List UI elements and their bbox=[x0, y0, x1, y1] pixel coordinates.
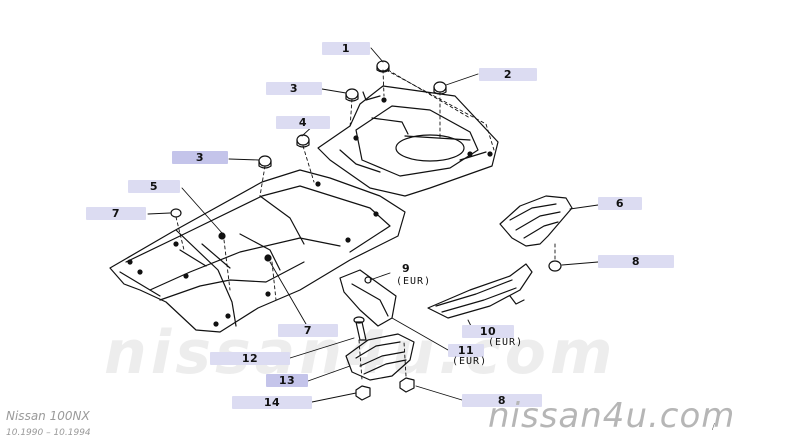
callout-7b: 7 bbox=[278, 324, 338, 337]
callout-label: 1 bbox=[341, 42, 351, 55]
clip-12 bbox=[353, 316, 367, 341]
callout-label: 11 bbox=[457, 344, 475, 357]
callout-11: 11 bbox=[448, 344, 484, 357]
nut-8b bbox=[399, 377, 415, 393]
callout-8b: 8 bbox=[462, 394, 542, 407]
watermark: nissan4u.com bbox=[104, 318, 617, 388]
callout-label: 2 bbox=[503, 68, 513, 81]
callout-label: 3 bbox=[195, 151, 205, 164]
callout-label: 7 bbox=[303, 324, 313, 337]
grommet-4 bbox=[296, 134, 310, 148]
callout-label: 8 bbox=[631, 255, 641, 268]
callout-14: 14 bbox=[232, 396, 312, 409]
front-floor-insulator bbox=[109, 169, 406, 333]
heat-shield-upper bbox=[499, 195, 573, 272]
callout-8a: 8 bbox=[598, 255, 674, 268]
callout-label: 10 bbox=[479, 325, 497, 338]
callout-3a: 3 bbox=[266, 82, 322, 95]
brand-watermark: nissan4u.com bbox=[488, 396, 736, 436]
callout-2: 2 bbox=[479, 68, 537, 81]
model-name: Nissan 100NX bbox=[6, 409, 90, 423]
callout-9: 9 bbox=[402, 262, 410, 275]
eur-note-9: (EUR) bbox=[396, 276, 432, 287]
callout-5: 5 bbox=[128, 180, 180, 193]
callout-13: 13 bbox=[266, 374, 308, 387]
eur-note-11: (EUR) bbox=[452, 356, 488, 367]
heat-shield-middle bbox=[427, 263, 533, 319]
callout-label: 4 bbox=[298, 116, 308, 129]
callout-label: 13 bbox=[278, 374, 296, 387]
grommet-7 bbox=[170, 208, 182, 218]
callout-label: 3 bbox=[289, 82, 299, 95]
callout-4: 4 bbox=[276, 116, 330, 129]
assembly-lines bbox=[175, 69, 556, 381]
callout-label: 14 bbox=[263, 396, 281, 409]
nut-14 bbox=[355, 385, 371, 401]
callout-label: 6 bbox=[615, 197, 625, 210]
callout-10: 10 bbox=[462, 325, 514, 338]
callout-3b: 3 bbox=[172, 151, 228, 164]
lower-shield bbox=[345, 333, 415, 381]
corner-mark: / bbox=[712, 422, 715, 433]
callout-1: 1 bbox=[322, 42, 370, 55]
callout-7a: 7 bbox=[86, 207, 146, 220]
callout-label: 12 bbox=[241, 352, 259, 365]
model-period: 10.1990 – 10.1994 bbox=[6, 428, 91, 438]
callout-label: 8 bbox=[497, 394, 507, 407]
eur-note-10: (EUR) bbox=[488, 337, 524, 348]
leader-lines bbox=[147, 47, 599, 403]
callout-6: 6 bbox=[598, 197, 642, 210]
callout-12: 12 bbox=[210, 352, 290, 365]
callout-label: 7 bbox=[111, 207, 121, 220]
callout-label: 5 bbox=[149, 180, 159, 193]
rear-floor-insulator bbox=[317, 85, 499, 197]
